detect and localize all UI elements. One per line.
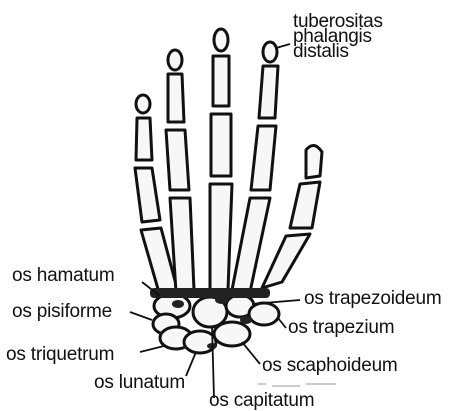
scaphoideum-label: os scaphoideum xyxy=(262,356,398,375)
trapezoideum-label: os trapezoideum xyxy=(304,289,441,308)
leader-trapezoideum xyxy=(252,300,300,304)
little-finger-bones xyxy=(135,95,178,296)
lunatum-bone xyxy=(184,331,216,353)
leader-triquetrum xyxy=(140,346,164,352)
pisiforme-label: os pisiforme xyxy=(12,302,112,321)
lunatum-label: os lunatum xyxy=(94,373,185,392)
middle-finger-bones xyxy=(210,29,232,290)
leader-lunatum xyxy=(186,352,196,376)
capitatum-label: os capitatum xyxy=(209,391,314,410)
leader-scaphoideum xyxy=(242,342,260,364)
triquetrum-label: os triquetrum xyxy=(6,345,114,364)
index-finger-bones xyxy=(232,42,278,292)
leader-trapezium xyxy=(278,318,286,328)
leader-tuberositas xyxy=(276,44,290,48)
hamatum-label: os hamatum xyxy=(12,266,115,285)
trapezium-bone xyxy=(249,303,279,325)
scaphoideum-bone xyxy=(214,322,250,346)
trapezium-label: os trapezium xyxy=(288,318,394,337)
ring-finger-bones xyxy=(166,50,194,292)
scan-specks xyxy=(258,384,336,386)
leader-pisiforme xyxy=(130,312,152,320)
distalis-label: distalis xyxy=(293,44,349,59)
